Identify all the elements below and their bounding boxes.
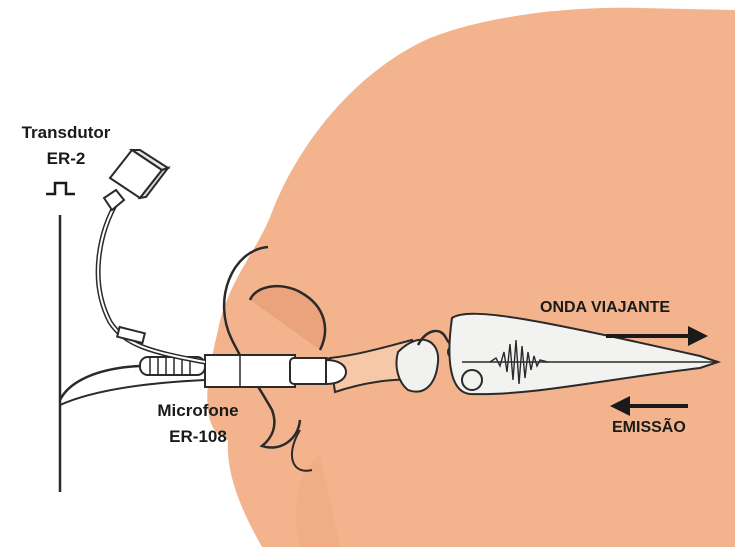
emission-label: EMISSÃO bbox=[612, 420, 686, 436]
transducer-cable bbox=[98, 200, 205, 362]
microphone-label-line2: ER-108 bbox=[128, 428, 268, 445]
microphone-cable bbox=[60, 366, 140, 400]
probe-body bbox=[205, 355, 295, 387]
traveling-wave-label: ONDA VIAJANTE bbox=[540, 300, 670, 316]
cable-connector-upper bbox=[104, 190, 124, 210]
round-window bbox=[462, 370, 482, 390]
transducer-label-line2: ER-2 bbox=[6, 150, 126, 167]
eardrum bbox=[396, 340, 438, 392]
probe-tip bbox=[290, 358, 330, 384]
head-shape bbox=[207, 8, 735, 547]
cable-connector-lower bbox=[117, 327, 145, 343]
square-pulse-icon bbox=[46, 183, 75, 194]
transducer-cable-inner bbox=[98, 200, 205, 362]
transducer-label-line1: Transdutor bbox=[6, 124, 126, 141]
microphone-label-line1: Microfone bbox=[128, 402, 268, 419]
